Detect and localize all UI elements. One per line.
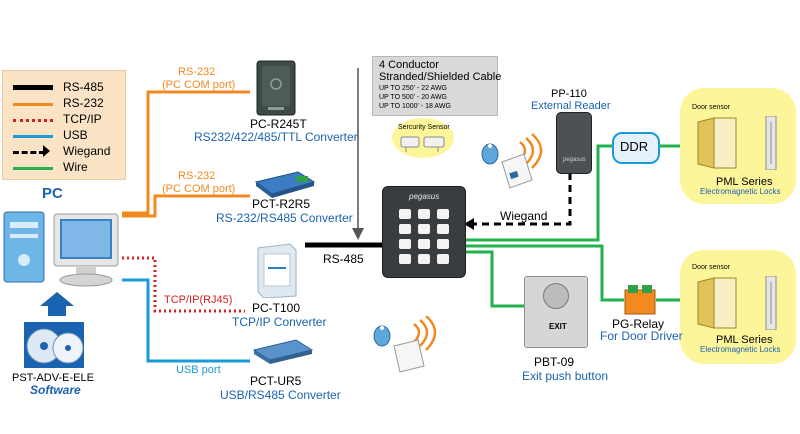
keypad-brand: pegasus: [409, 192, 440, 201]
t100-device-icon: [257, 243, 297, 298]
relay-desc: For Door Driver: [600, 329, 683, 343]
ur5-name: PCT-UR5: [250, 374, 302, 388]
rfid-card-icon-2: [373, 316, 437, 373]
r2r5-port-sub: (PC COM port): [162, 183, 236, 195]
exit-button-face: EXIT: [549, 322, 567, 331]
cable-pointer-arrow: [352, 228, 364, 240]
lock-1-sensor-label: Door sensor: [692, 104, 731, 111]
wire-to-ddr: [462, 144, 612, 242]
legend-item-wiegand: Wiegand: [11, 143, 123, 161]
relay-device-icon: [624, 285, 656, 315]
legend-item-usb: USB: [11, 127, 123, 145]
wiegand-line: [474, 173, 572, 226]
t100-desc: TCP/IP Converter: [232, 315, 327, 329]
lock-1-door-icon: [697, 116, 777, 170]
keypad-controller: pegasus: [382, 186, 466, 278]
rs232-line-mid: [122, 194, 250, 218]
rfid-card-icon: [481, 133, 543, 189]
cable-spec-3: UP TO 1000' - 18 AWG: [379, 103, 451, 110]
lock-2-sensor-label: Door sensor: [692, 264, 731, 271]
ddr-label: DDR: [620, 139, 649, 154]
wire-to-exit: [462, 250, 524, 308]
pc-icon: [3, 211, 119, 287]
security-sensor-icon: [400, 136, 445, 152]
keypad-buttons-icon: [399, 209, 449, 264]
exit-desc: Exit push button: [522, 369, 609, 383]
legend-item-rs485: RS-485: [11, 79, 123, 97]
legend-item-rs232: RS-232: [11, 95, 123, 113]
wiegand-label: Wiegand: [500, 209, 548, 223]
r2r5-device-icon: [254, 171, 316, 198]
reader-brand: pegasus: [563, 157, 586, 163]
r245t-device-icon: [256, 60, 296, 116]
lock-panel-1: Door sensor PML Series Electromagnetic L…: [680, 88, 796, 204]
r2r5-port-label: RS-232: [178, 170, 216, 182]
lock-1-desc: Electromagnetic Locks: [700, 187, 781, 196]
lock-2-name: PML Series: [716, 334, 773, 346]
ur5-device-icon: [252, 339, 314, 364]
cable-title-1: 4 Conductor: [379, 59, 439, 71]
exit-name: PBT-09: [534, 355, 575, 369]
reader-name: PP-110: [551, 88, 587, 100]
exit-button-knob: [543, 283, 569, 309]
cable-spec-box: 4 Conductor Stranded/Shielded Cable UP T…: [372, 56, 502, 116]
legend: RS-485 RS-232 TCP/IP USB Wiegand Wire: [2, 70, 126, 180]
software-label: Software: [30, 383, 81, 397]
ddr-box: DDR: [612, 132, 660, 164]
lock-1-name: PML Series: [716, 176, 773, 188]
usb-line: [122, 278, 250, 363]
reader-device: pegasus: [556, 112, 592, 174]
software-name: PST-ADV-E-ELE: [12, 372, 94, 384]
wiegand-arrow: [464, 218, 474, 230]
cable-spec-2: UP TO 500' - 20 AWG: [379, 94, 447, 101]
r2r5-name: PCT-R2R5: [252, 197, 311, 211]
r245t-desc: RS232/422/485/TTL Converter: [194, 130, 358, 144]
legend-item-tcpip: TCP/IP: [11, 111, 123, 129]
legend-arrow-icon: [43, 145, 50, 157]
exit-push-button: EXIT: [524, 276, 588, 348]
lock-panel-2: Door sensor PML Series Electromagnetic L…: [680, 250, 796, 364]
t100-port-label: TCP/IP(RJ45): [164, 294, 233, 306]
lock-2-door-icon: [697, 276, 777, 330]
t100-name: PC-T100: [252, 301, 301, 315]
legend-item-wire: Wire: [11, 159, 123, 177]
software-disc-icon: [24, 322, 84, 368]
reader-desc: External Reader: [531, 100, 611, 112]
tcpip-line: [122, 256, 245, 313]
ur5-port-label: USB port: [176, 364, 221, 376]
security-sensor-label: Sercurity Sensor: [398, 124, 450, 131]
software-arrow: [40, 292, 74, 316]
relay-name: PG-Relay: [612, 317, 665, 331]
wire-to-relay: [462, 244, 624, 302]
rs485-bus-label: RS-485: [323, 252, 364, 266]
r245t-port-label: RS-232: [178, 66, 216, 78]
r2r5-desc: RS-232/RS485 Converter: [216, 211, 353, 225]
ur5-desc: USB/RS485 Converter: [220, 388, 341, 402]
r245t-port-sub: (PC COM port): [162, 79, 236, 91]
rs232-line-top: [122, 90, 250, 215]
cable-title-2: Stranded/Shielded Cable: [379, 71, 502, 83]
cable-spec-1: UP TO 250' - 22 AWG: [379, 85, 447, 92]
lock-2-desc: Electromagnetic Locks: [700, 345, 781, 354]
pc-label: PC: [42, 185, 63, 202]
r245t-name: PC-R245T: [250, 117, 307, 131]
